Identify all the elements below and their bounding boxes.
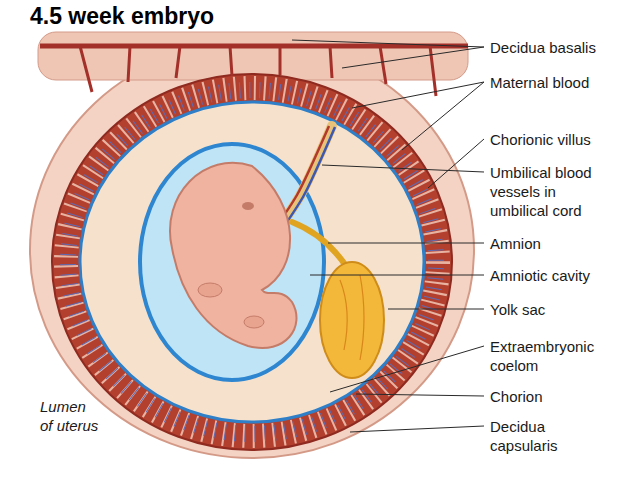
maternal-blood-vessels xyxy=(80,46,436,96)
decidua-basalis xyxy=(38,32,468,80)
limb-bud xyxy=(198,283,222,297)
chorionic-villus xyxy=(66,88,438,436)
leader-line xyxy=(328,243,484,244)
yolk-stalk xyxy=(292,222,346,266)
embryo-eye xyxy=(242,202,254,210)
part-label: Amnion xyxy=(490,234,618,253)
yolk-sac-vessels xyxy=(340,275,364,360)
yolk-sac xyxy=(320,262,384,378)
leader-line xyxy=(330,346,484,392)
leader-line xyxy=(342,47,484,68)
part-label: Yolk sac xyxy=(490,300,618,319)
part-label: Decidua basalis xyxy=(490,38,618,57)
villus-vessels xyxy=(68,90,436,434)
embryo xyxy=(170,163,296,348)
chorion xyxy=(80,102,424,422)
figure-title: 4.5 week embryo xyxy=(30,3,214,30)
leader-line xyxy=(310,275,484,276)
decidua-capsularis xyxy=(30,42,474,458)
part-label: Extraembryonic coelom xyxy=(490,337,612,375)
leader-line xyxy=(322,165,484,172)
leader-lines xyxy=(292,40,484,432)
leader-line xyxy=(352,82,484,108)
part-label: Maternal blood xyxy=(490,73,618,92)
leader-line xyxy=(356,394,484,396)
region-label: Lumen of uterus xyxy=(40,397,101,435)
amnion xyxy=(140,144,324,380)
chorionic-villi-ring xyxy=(52,74,452,450)
leader-line xyxy=(388,309,484,310)
part-label: Umbilical blood vessels in umbilical cor… xyxy=(490,163,612,220)
part-label: Chorionic villus xyxy=(490,130,618,149)
part-label: Decidua capsularis xyxy=(490,417,612,455)
leader-line xyxy=(350,426,484,432)
part-label: Chorion xyxy=(490,387,618,406)
leader-line xyxy=(402,82,484,150)
limb-bud xyxy=(244,316,264,328)
part-label: Amniotic cavity xyxy=(490,266,618,285)
leader-line xyxy=(428,139,484,188)
leader-line xyxy=(292,40,484,47)
